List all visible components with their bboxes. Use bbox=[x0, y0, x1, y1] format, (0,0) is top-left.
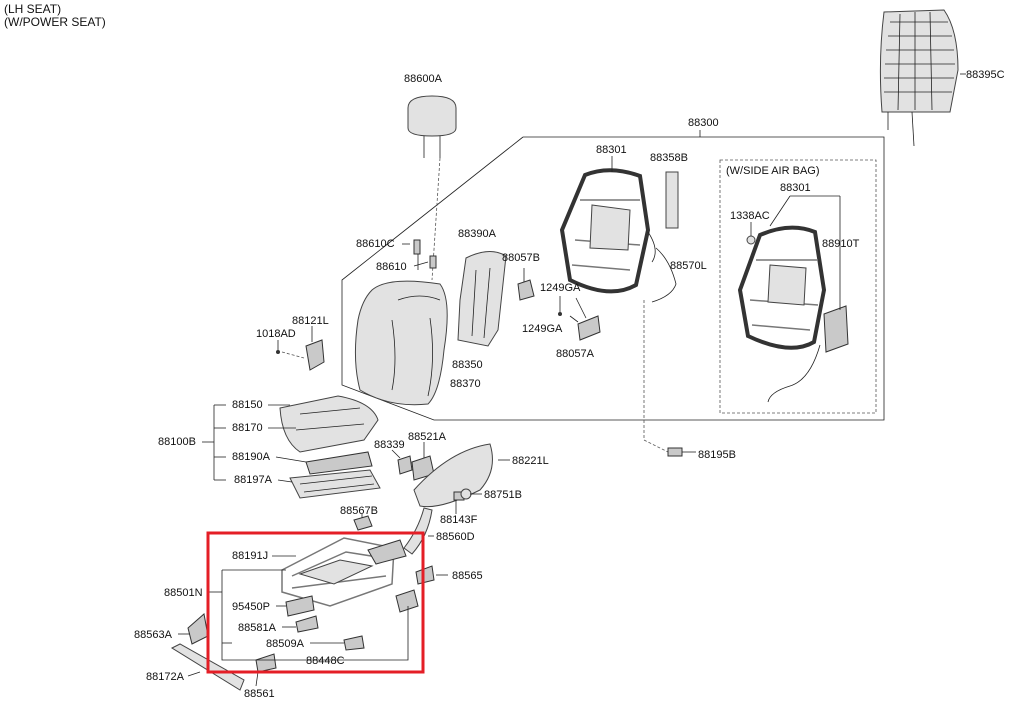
label-88581a: 88581A bbox=[238, 622, 277, 634]
label-88570l: 88570L bbox=[670, 260, 707, 272]
label-88150: 88150 bbox=[232, 399, 263, 411]
cover-88565-drawing bbox=[415, 565, 435, 585]
seat-cushion-drawing bbox=[279, 395, 381, 499]
label-88370: 88370 bbox=[450, 378, 481, 390]
label-88339: 88339 bbox=[374, 439, 405, 451]
label-88910t: 88910T bbox=[822, 238, 860, 250]
rail-strip-drawing bbox=[665, 171, 679, 229]
label-88191j: 88191J bbox=[232, 550, 268, 562]
backrest-pad-drawing bbox=[457, 251, 507, 347]
label-88190a: 88190A bbox=[232, 451, 271, 463]
label-88521a: 88521A bbox=[408, 431, 447, 443]
header-power-seat: (W/POWER SEAT) bbox=[4, 15, 106, 29]
side-shield-drawing bbox=[413, 443, 493, 508]
cover-88563a-drawing bbox=[187, 613, 209, 645]
label-88395c: 88395C bbox=[966, 69, 1005, 81]
label-95450p: 95450P bbox=[232, 601, 270, 613]
wire-harness-drawing bbox=[647, 231, 677, 303]
label-88563a: 88563A bbox=[134, 629, 173, 641]
label-88390a: 88390A bbox=[458, 228, 497, 240]
label-1249ga-top: 1249GA bbox=[540, 282, 581, 294]
label-88600a: 88600A bbox=[404, 73, 443, 85]
label-88509a: 88509A bbox=[266, 638, 305, 650]
label-88350: 88350 bbox=[452, 359, 483, 371]
header-lh-seat: (LH SEAT) bbox=[4, 2, 62, 16]
label-88170: 88170 bbox=[232, 422, 263, 434]
label-88301-airbag: 88301 bbox=[780, 182, 811, 194]
seat-track-drawing bbox=[255, 537, 419, 673]
label-88751b: 88751B bbox=[484, 489, 522, 501]
label-88560d: 88560D bbox=[436, 531, 475, 543]
back-frame-drawing bbox=[559, 156, 651, 294]
clip-88057a-drawing bbox=[577, 315, 601, 341]
label-88172a: 88172A bbox=[146, 671, 185, 683]
lever-88121l-drawing bbox=[305, 339, 325, 371]
label-88448c: 88448C bbox=[306, 655, 345, 667]
label-88301-main: 88301 bbox=[596, 144, 627, 156]
label-1249ga-bottom: 1249GA bbox=[522, 323, 563, 335]
label-88221l: 88221L bbox=[512, 455, 549, 467]
label-88057b: 88057B bbox=[502, 252, 540, 264]
label-88610: 88610 bbox=[376, 261, 407, 273]
label-88197a: 88197A bbox=[234, 474, 273, 486]
side-airbag-frame-drawing bbox=[737, 195, 849, 403]
side-airbag-box bbox=[719, 159, 877, 414]
clip-88057b-drawing bbox=[517, 279, 535, 301]
side-airbag-label: (W/SIDE AIR BAG) bbox=[726, 165, 820, 177]
label-1338ac: 1338AC bbox=[730, 210, 770, 222]
label-88121l: 88121L bbox=[292, 315, 329, 327]
label-88561: 88561 bbox=[244, 688, 275, 700]
label-88195b: 88195B bbox=[698, 449, 736, 461]
back-cover-drawing bbox=[879, 9, 966, 147]
label-1018ad: 1018AD bbox=[256, 328, 296, 340]
label-88143f: 88143F bbox=[440, 514, 478, 526]
label-88100b: 88100B bbox=[158, 436, 196, 448]
airbag-module-drawing bbox=[823, 305, 849, 353]
backrest-cushion-drawing bbox=[354, 280, 448, 406]
label-88057a: 88057A bbox=[556, 348, 595, 360]
label-88610c: 88610C bbox=[356, 238, 395, 250]
label-88565: 88565 bbox=[452, 570, 483, 582]
backrest-assembly-outline bbox=[341, 136, 885, 421]
label-88358b: 88358B bbox=[650, 152, 688, 164]
label-88501n: 88501N bbox=[164, 587, 203, 599]
label-88567b: 88567B bbox=[340, 505, 378, 517]
highlight-box bbox=[206, 531, 425, 674]
label-88300: 88300 bbox=[688, 117, 719, 129]
